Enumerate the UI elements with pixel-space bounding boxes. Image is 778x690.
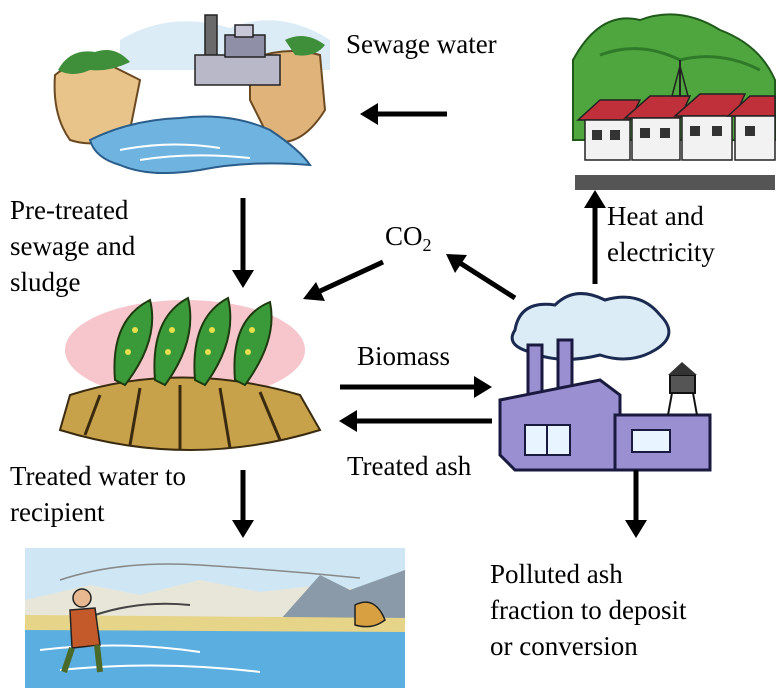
arrow-treated-ash-to-plantation <box>339 410 492 432</box>
willow-plantation-icon <box>58 296 322 451</box>
arrow-plantation-to-recipient <box>232 470 254 538</box>
village-houses-icon <box>572 13 776 190</box>
label-pretreated: Pre-treated sewage and sludge <box>10 192 135 300</box>
label-heat-line2: electricity <box>607 237 715 267</box>
power-plant-factory-icon <box>498 292 712 472</box>
label-pretreated-line3: sludge <box>10 267 81 297</box>
label-co2-sub: 2 <box>422 235 432 255</box>
arrow-biomass-to-factory <box>340 376 492 398</box>
arrow-factory-to-co2 <box>446 254 517 301</box>
label-heat-line1: Heat and <box>607 201 704 231</box>
label-sewage-water: Sewage water <box>346 29 497 59</box>
label-biomass: Biomass <box>357 341 451 371</box>
label-pretreated-line2: sewage and <box>10 231 136 261</box>
label-polluted-line1: Polluted ash <box>490 559 623 589</box>
label-pretreated-line1: Pre-treated <box>10 195 129 225</box>
label-treated-water-line2: recipient <box>10 497 105 527</box>
label-polluted-ash: Polluted ash fraction to deposit or conv… <box>490 556 686 664</box>
arrow-village-to-plant <box>360 103 447 125</box>
arrow-factory-to-village <box>584 190 606 284</box>
fly-fishing-recipient-icon <box>25 548 405 688</box>
label-treated-ash: Treated ash <box>347 451 472 481</box>
label-co2-main: CO <box>385 221 423 251</box>
arrow-co2-to-plantation <box>303 259 385 301</box>
label-co2: CO2 <box>385 218 432 263</box>
label-polluted-line3: or conversion <box>490 631 638 661</box>
arrow-plant-to-plantation <box>232 198 254 288</box>
label-treated-water-line1: Treated water to <box>10 461 186 491</box>
arrow-factory-to-deposit <box>625 470 647 538</box>
label-polluted-line2: fraction to deposit <box>490 595 687 625</box>
label-treated-water: Treated water to recipient <box>10 458 186 530</box>
label-heat-electricity: Heat and electricity <box>607 198 715 270</box>
sewage-treatment-plant-icon <box>53 14 330 175</box>
